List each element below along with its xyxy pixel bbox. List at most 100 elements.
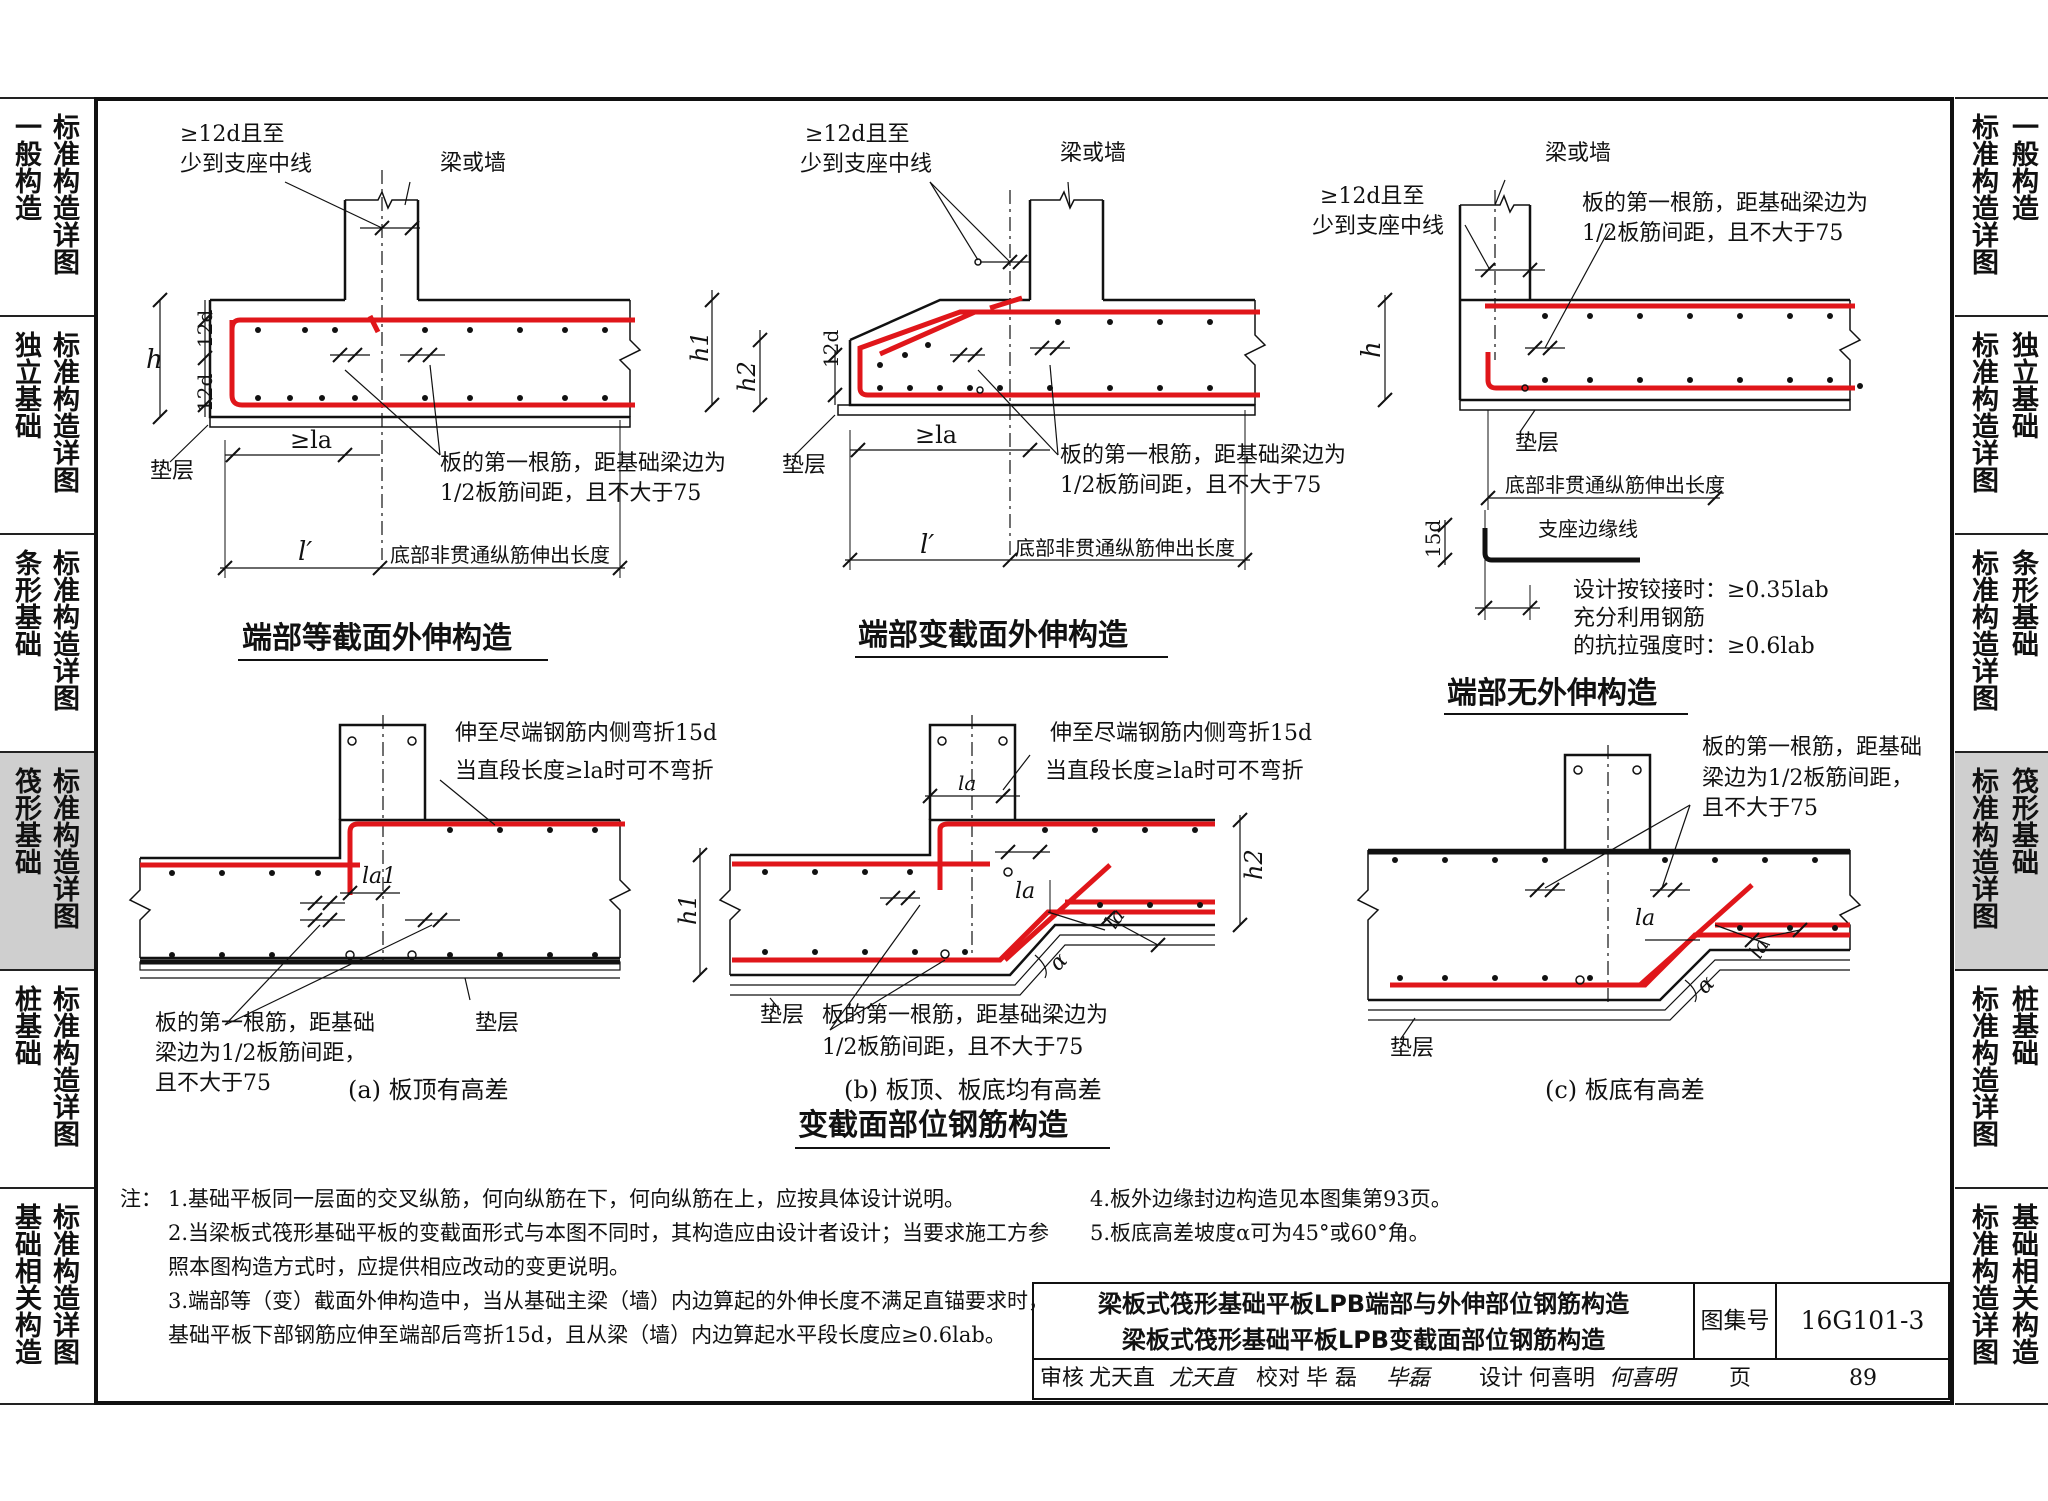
a-note-2: 当直段长度≥la时可不弯折 bbox=[455, 759, 714, 784]
note-5: 5.板底高差坡度α可为45°或60°角。 bbox=[1090, 1221, 1430, 1245]
variable-section-group-title: 变截面部位钢筋构造 bbox=[798, 1108, 1068, 1143]
check-name: 毕 磊 bbox=[1306, 1366, 1357, 1391]
c-la-slope: la bbox=[1744, 935, 1774, 963]
d2-note-top-2: 少到支座中线 bbox=[800, 152, 932, 177]
d1-12d-bot: 12d bbox=[193, 374, 217, 412]
left-tab-related[interactable]: 基础相关构造标准构造详图 bbox=[0, 1187, 94, 1405]
d3-ext-len: 底部非贯通纵筋伸出长度 bbox=[1505, 473, 1725, 497]
note-4: 4.板外边缘封边构造见本图集第93页。 bbox=[1090, 1187, 1452, 1211]
d2-title: 端部变截面外伸构造 bbox=[858, 618, 1128, 653]
d3-15d: 15d bbox=[1421, 520, 1445, 558]
c-pad: 垫层 bbox=[1390, 1036, 1434, 1061]
b-note-2: 当直段长度≥la时可不弯折 bbox=[1045, 759, 1304, 784]
d3-hinge-1: 设计按铰接时：≥0.35lab bbox=[1573, 578, 1829, 603]
b-alpha: α bbox=[1045, 948, 1073, 976]
left-tab-general[interactable]: 一般构造标准构造详图 bbox=[0, 97, 94, 315]
check-signature: 毕磊 bbox=[1386, 1366, 1431, 1391]
right-tab-general[interactable]: 标准构造详图一般构造 bbox=[1955, 97, 2048, 315]
d2-h1: h1 bbox=[686, 331, 714, 362]
design-label: 设计 bbox=[1479, 1366, 1524, 1391]
b-la-top: la bbox=[958, 771, 976, 795]
d1-first-bar-2: 1/2板筋间距，且不大于75 bbox=[440, 481, 701, 506]
d3-first-bar-1: 板的第一根筋，距基础梁边为 bbox=[1582, 191, 1868, 216]
a-la1: la1 bbox=[362, 864, 396, 889]
d1-ext-len: 底部非贯通纵筋伸出长度 bbox=[390, 543, 610, 567]
d3-h: h bbox=[1357, 341, 1387, 358]
d3-support-line: 支座边缘线 bbox=[1538, 517, 1638, 541]
b-la-mid: la bbox=[1015, 879, 1035, 904]
d3-note-top-2: 少到支座中线 bbox=[1312, 214, 1444, 239]
d1-h-label: h bbox=[146, 345, 163, 375]
b-note-1: 伸至尽端钢筋内侧弯折15d bbox=[1050, 721, 1312, 746]
design-signature: 何喜明 bbox=[1609, 1366, 1676, 1391]
section-c-slab-bottom-step: 板的第一根筋，距基础 梁边为1/2板筋间距， 且不大于75 la la α 垫层… bbox=[1356, 735, 1922, 1104]
a-first-bar-1: 板的第一根筋，距基础 bbox=[155, 1011, 375, 1036]
b-h1: h1 bbox=[674, 894, 702, 925]
section-a-slab-top-step: 伸至尽端钢筋内侧弯折15d 当直段长度≥la时可不弯折 la1 板的第一根筋，距… bbox=[128, 715, 717, 1104]
d1-12d-top: 12d bbox=[193, 310, 217, 348]
left-tab-strip[interactable]: 条形基础标准构造详图 bbox=[0, 533, 94, 751]
b-la-slope: la bbox=[1099, 904, 1129, 933]
note-2: 2.当梁板式筏形基础平板的变截面形式与本图不同时，其构造应由设计者设计；当要求施… bbox=[168, 1221, 1050, 1279]
a-first-bar-2: 梁边为1/2板筋间距， bbox=[155, 1041, 366, 1066]
d3-hinge-3: 的抗拉强度时：≥0.6lab bbox=[1573, 634, 1815, 659]
review-signature: 尤天直 bbox=[1169, 1366, 1236, 1391]
d1-lprime: l′ bbox=[298, 537, 312, 567]
right-tab-related[interactable]: 标准构造详图基础相关构造 bbox=[1955, 1187, 2048, 1405]
c-la-mid: la bbox=[1635, 906, 1655, 931]
note-3: 3.端部等（变）截面外伸构造中，当从基础主梁（墙）内边算起的外伸长度不满足直锚要… bbox=[168, 1289, 1050, 1347]
d2-pad: 垫层 bbox=[782, 453, 826, 478]
d1-pad: 垫层 bbox=[150, 459, 194, 484]
right-tab-isolated[interactable]: 标准构造详图独立基础 bbox=[1955, 315, 2048, 533]
diagram-no-extension: 梁或墙 ≥12d且至 少到支座中线 板的第一根筋，距基础梁边为 1/2板筋间距，… bbox=[1312, 141, 1868, 715]
c-first-bar-2: 梁边为1/2板筋间距， bbox=[1702, 766, 1913, 791]
d3-hinge-2: 充分利用钢筋 bbox=[1573, 606, 1705, 631]
d1-la: ≥la bbox=[290, 426, 332, 454]
d1-note-top-1: ≥12d且至 bbox=[180, 122, 285, 147]
design-name: 何喜明 bbox=[1529, 1366, 1596, 1391]
d2-first-bar-1: 板的第一根筋，距基础梁边为 bbox=[1060, 443, 1346, 468]
page-label: 页 bbox=[1729, 1366, 1752, 1391]
c-first-bar-1: 板的第一根筋，距基础 bbox=[1702, 735, 1922, 760]
a-caption: (a) 板顶有高差 bbox=[348, 1076, 509, 1104]
check-label: 校对 bbox=[1256, 1366, 1301, 1391]
b-first-bar-2: 1/2板筋间距，且不大于75 bbox=[822, 1035, 1083, 1060]
a-first-bar-3: 且不大于75 bbox=[155, 1071, 271, 1096]
d3-first-bar-2: 1/2板筋间距，且不大于75 bbox=[1582, 221, 1843, 246]
d3-title: 端部无外伸构造 bbox=[1447, 676, 1657, 711]
signature-row: 审核 尤天直 尤天直 校对 毕 磊 毕磊 设计 何喜明 何喜明 页 89 bbox=[1032, 1360, 1950, 1400]
section-b-top-and-bottom-step: 伸至尽端钢筋内侧弯折15d 当直段长度≥la时可不弯折 la la la h1 … bbox=[674, 715, 1312, 1104]
notes-block-right: 4.板外边缘封边构造见本图集第93页。 5.板底高差坡度α可为45°或60°角。 bbox=[1090, 1182, 1452, 1250]
page-number: 89 bbox=[1849, 1366, 1877, 1391]
d2-lprime: l′ bbox=[920, 530, 934, 560]
notes-lead: 注： bbox=[120, 1187, 162, 1211]
drawing-title: 梁板式筏形基础平板LPB端部与外伸部位钢筋构造 梁板式筏形基础平板LPB变截面部… bbox=[1032, 1282, 1695, 1360]
atlas-label: 图集号 bbox=[1695, 1282, 1777, 1360]
right-tab-strip[interactable]: 标准构造详图条形基础 bbox=[1955, 533, 2048, 751]
left-tab-raft[interactable]: 筏形基础标准构造详图 bbox=[0, 751, 94, 969]
diagram-equal-section-extension: ≥12d且至 少到支座中线 梁或墙 h 12d 12d ≥la 垫层 板的第一根… bbox=[146, 122, 726, 661]
c-first-bar-3: 且不大于75 bbox=[1702, 796, 1818, 821]
d2-h2: h2 bbox=[733, 361, 761, 392]
d1-title: 端部等截面外伸构造 bbox=[242, 621, 512, 656]
b-h2: h2 bbox=[1240, 849, 1268, 880]
left-tab-pile[interactable]: 桩基础标准构造详图 bbox=[0, 969, 94, 1187]
b-pad: 垫层 bbox=[760, 1003, 804, 1028]
note-1: 注：1.基础平板同一层面的交叉纵筋，何向纵筋在下，何向纵筋在上，应按具体设计说明… bbox=[120, 1182, 1070, 1216]
right-tab-raft[interactable]: 标准构造详图筏形基础 bbox=[1955, 751, 2048, 969]
d1-beam-label: 梁或墙 bbox=[440, 151, 506, 176]
review-label: 审核 bbox=[1040, 1366, 1085, 1391]
d2-12d: 12d bbox=[819, 330, 843, 368]
c-caption: (c) 板底有高差 bbox=[1545, 1076, 1705, 1104]
left-tab-isolated[interactable]: 独立基础标准构造详图 bbox=[0, 315, 94, 533]
atlas-number: 16G101-3 bbox=[1777, 1282, 1950, 1360]
diagram-variable-section-extension: ≥12d且至 少到支座中线 梁或墙 h1 h2 12d ≥la 垫层 板的第一根… bbox=[686, 122, 1346, 658]
review-name: 尤天直 bbox=[1089, 1366, 1156, 1391]
a-note-1: 伸至尽端钢筋内侧弯折15d bbox=[455, 721, 717, 746]
b-caption: (b) 板顶、板底均有高差 bbox=[844, 1076, 1102, 1104]
right-tab-pile[interactable]: 标准构造详图桩基础 bbox=[1955, 969, 2048, 1187]
d2-beam-label: 梁或墙 bbox=[1060, 141, 1126, 166]
drawing-frame bbox=[94, 97, 1954, 1405]
d1-first-bar-1: 板的第一根筋，距基础梁边为 bbox=[440, 451, 726, 476]
